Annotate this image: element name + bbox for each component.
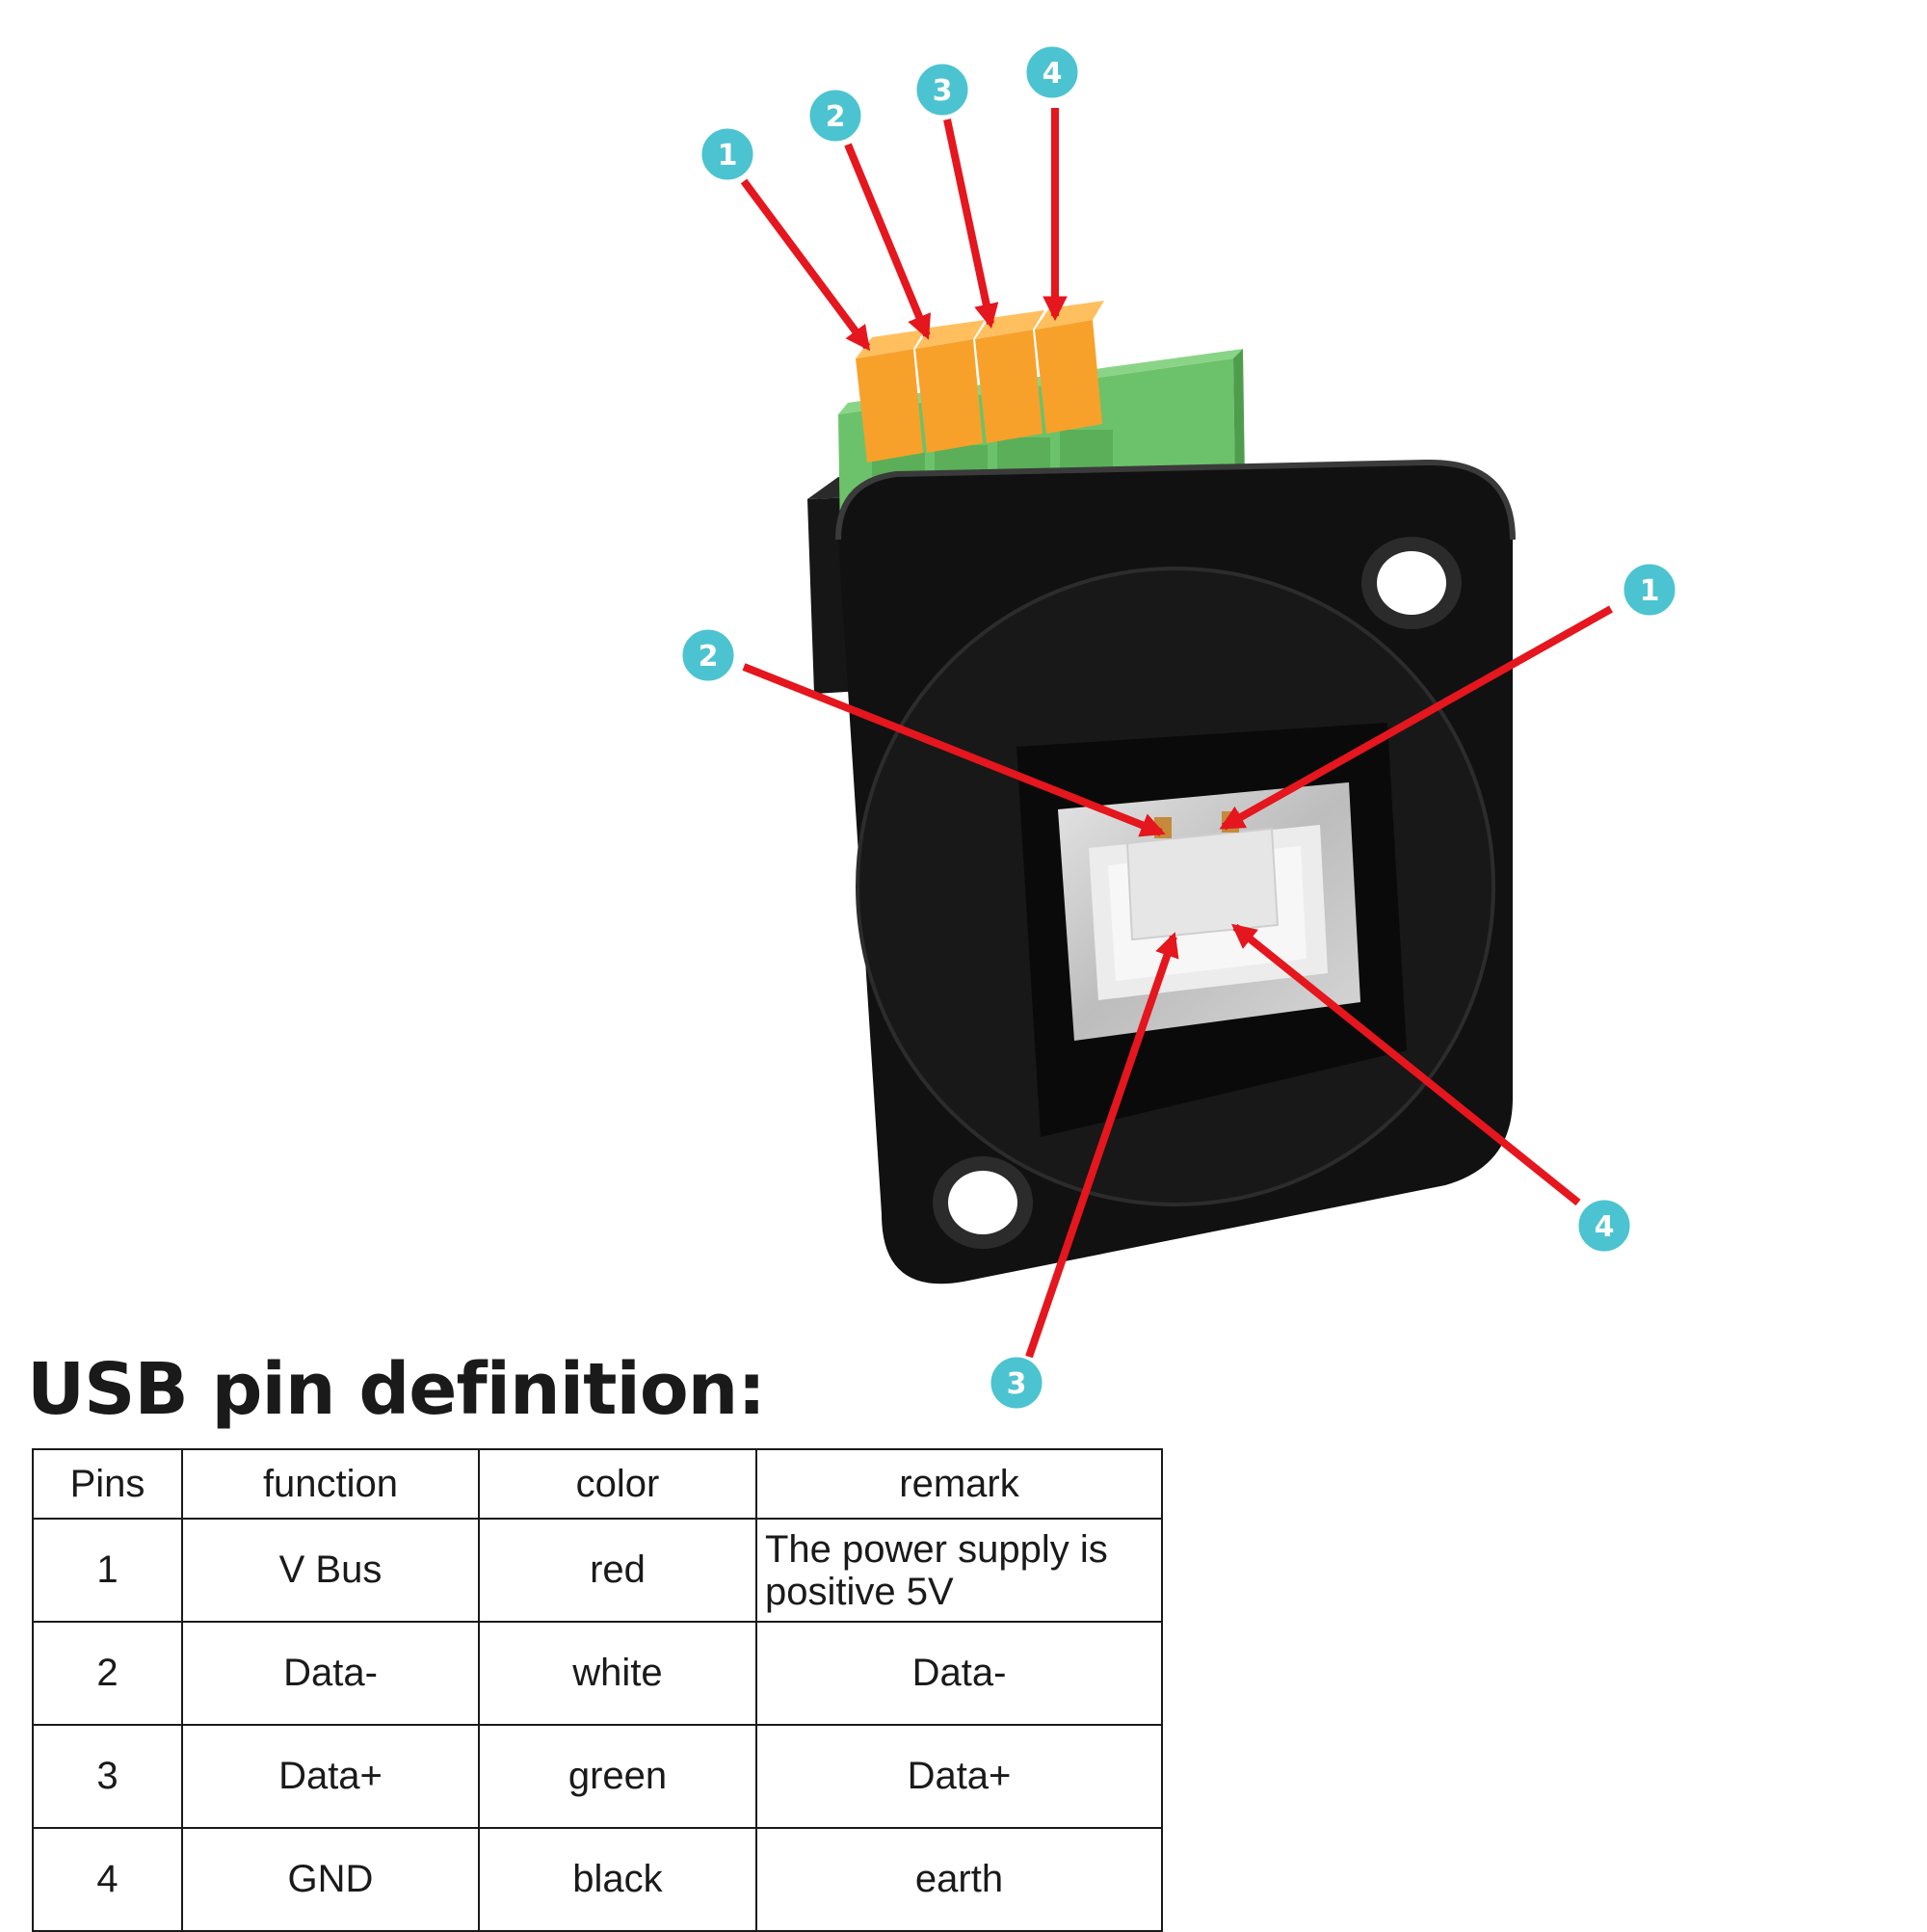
header-function: function [181, 1448, 480, 1520]
cell-remark: earth [755, 1827, 1163, 1932]
usb-b-socket [1016, 723, 1407, 1137]
mounting-hole-top-right [1361, 537, 1462, 629]
cell-function: V Bus [181, 1518, 480, 1623]
terminal-levers [856, 301, 1104, 463]
badge-terminal-2: 2 [806, 87, 864, 145]
cell-color: white [478, 1621, 757, 1726]
header-pins: Pins [32, 1448, 183, 1520]
arrow-socket-3 [1025, 932, 1179, 1359]
cell-remark: Data+ [755, 1724, 1163, 1829]
callout-badges: 1 2 3 4 1 2 3 4 [679, 43, 1678, 1412]
badge-terminal-1: 1 [699, 125, 756, 183]
lever-2 [915, 320, 985, 453]
cell-pin: 4 [32, 1827, 183, 1932]
svg-text:3: 3 [1007, 1367, 1027, 1401]
badge-socket-4: 4 [1575, 1197, 1633, 1255]
cell-remark: The power supply is positive 5V [755, 1518, 1163, 1623]
cell-pin: 3 [32, 1724, 183, 1829]
svg-text:3: 3 [933, 74, 953, 108]
svg-text:4: 4 [1043, 57, 1063, 91]
arrow-terminal-3 [943, 119, 999, 330]
arrow-socket-4 [1231, 923, 1581, 1206]
cell-pin: 1 [32, 1518, 183, 1623]
arrow-terminal-1 [740, 178, 871, 352]
arrow-socket-2 [742, 663, 1166, 837]
cell-remark: Data- [755, 1621, 1163, 1726]
cell-function: GND [181, 1827, 480, 1932]
cell-color: black [478, 1827, 757, 1932]
badge-socket-3: 3 [988, 1354, 1045, 1412]
header-color: color [478, 1448, 757, 1520]
svg-text:1: 1 [1640, 574, 1660, 608]
badge-terminal-3: 3 [913, 61, 971, 119]
header-remark: remark [755, 1448, 1163, 1520]
table-header-row: Pins function color remark [32, 1448, 1163, 1520]
lever-3 [975, 310, 1044, 443]
table-row: 1 V Bus red The power supply is positive… [32, 1518, 1163, 1623]
cell-color: red [478, 1518, 757, 1623]
badge-socket-1: 1 [1621, 561, 1678, 619]
svg-text:2: 2 [826, 100, 846, 134]
lever-4 [1035, 301, 1104, 434]
svg-text:4: 4 [1595, 1210, 1615, 1244]
arrow-terminal-2 [844, 143, 931, 340]
table-row: 2 Data- white Data- [32, 1621, 1163, 1726]
mounting-hole-bottom-left [933, 1156, 1033, 1249]
badge-terminal-4: 4 [1023, 43, 1081, 101]
svg-text:1: 1 [718, 139, 738, 172]
badge-socket-2: 2 [679, 626, 737, 684]
arrow-socket-1 [1219, 605, 1613, 831]
cell-function: Data- [181, 1621, 480, 1726]
cell-pin: 2 [32, 1621, 183, 1726]
svg-text:2: 2 [699, 640, 719, 674]
pin-definition-title: USB pin definition: [27, 1348, 766, 1431]
cell-function: Data+ [181, 1724, 480, 1829]
table-row: 3 Data+ green Data+ [32, 1724, 1163, 1829]
lever-1 [856, 330, 925, 463]
callout-arrows [740, 108, 1613, 1359]
cell-color: green [478, 1724, 757, 1829]
table-row: 4 GND black earth [32, 1827, 1163, 1932]
pin-definition-table: Pins function color remark 1 V Bus red T… [32, 1448, 1163, 1932]
